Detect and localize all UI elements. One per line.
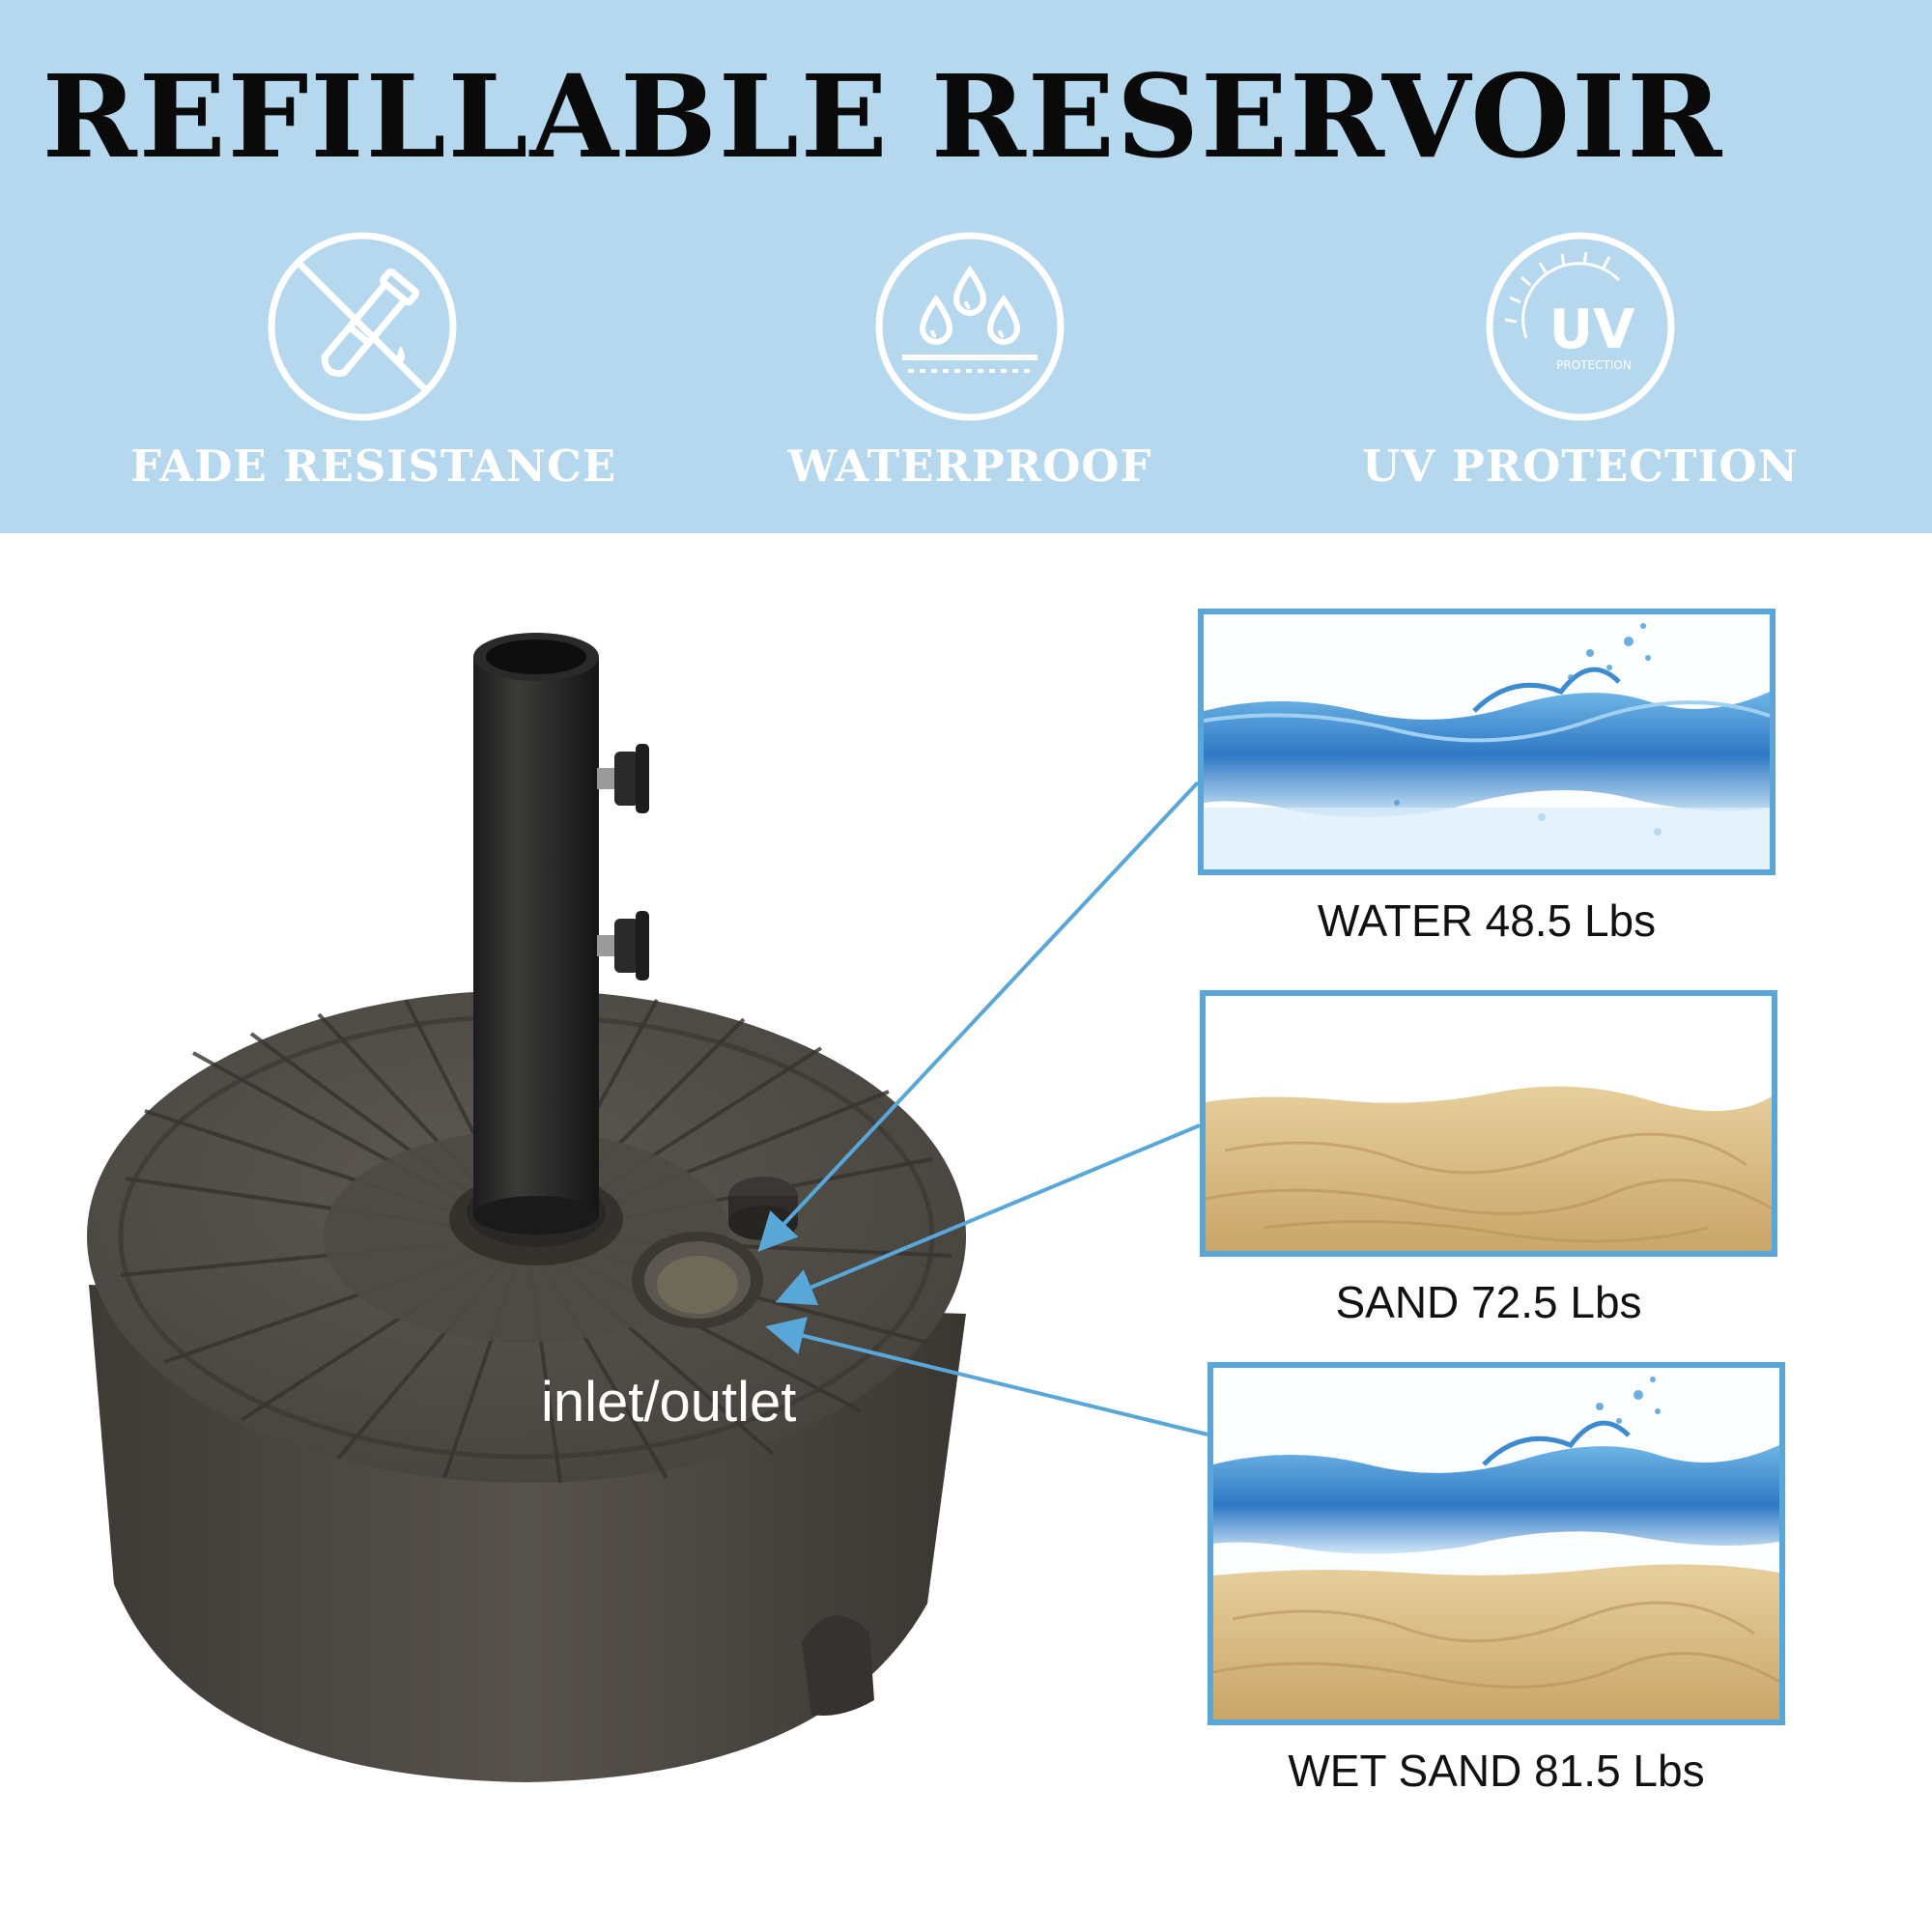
wet-sand-weight-label: WET SAND 81.5 Lbs	[1288, 1746, 1705, 1796]
uv-icon-text: UV	[1549, 298, 1635, 361]
uv-protection-icon: UV PROTECTION	[1486, 232, 1675, 421]
feature-fade-resistance: FADE RESISTANCE	[130, 230, 617, 492]
water-image	[1204, 614, 1770, 869]
water-panel	[1198, 609, 1776, 875]
sand-weight-label: SAND 72.5 Lbs	[1335, 1277, 1642, 1327]
uv-icon-subtext: PROTECTION	[1556, 358, 1632, 372]
feature-uv-protection: UV PROTECTION UV PROTECTION	[1349, 230, 1812, 492]
header-banner	[0, 0, 1932, 533]
feature-waterproof: WATERPROOF	[738, 230, 1202, 492]
page-title: REFILLABLE RESERVOIR	[42, 49, 1724, 184]
feature-label: UV PROTECTION	[1362, 440, 1799, 492]
waterproof-icon	[875, 232, 1065, 421]
feature-label: FADE RESISTANCE	[130, 440, 617, 492]
inlet-outlet-label: inlet/outlet	[541, 1371, 797, 1434]
fade-resistance-icon	[268, 232, 457, 421]
wet-sand-image	[1213, 1368, 1779, 1719]
umbrella-base-image	[87, 633, 966, 1782]
feature-label: WATERPROOF	[787, 440, 1152, 492]
water-weight-label: WATER 48.5 Lbs	[1317, 895, 1657, 946]
sand-image	[1206, 996, 1772, 1251]
sand-panel	[1200, 990, 1777, 1257]
wet-sand-panel	[1208, 1362, 1785, 1725]
